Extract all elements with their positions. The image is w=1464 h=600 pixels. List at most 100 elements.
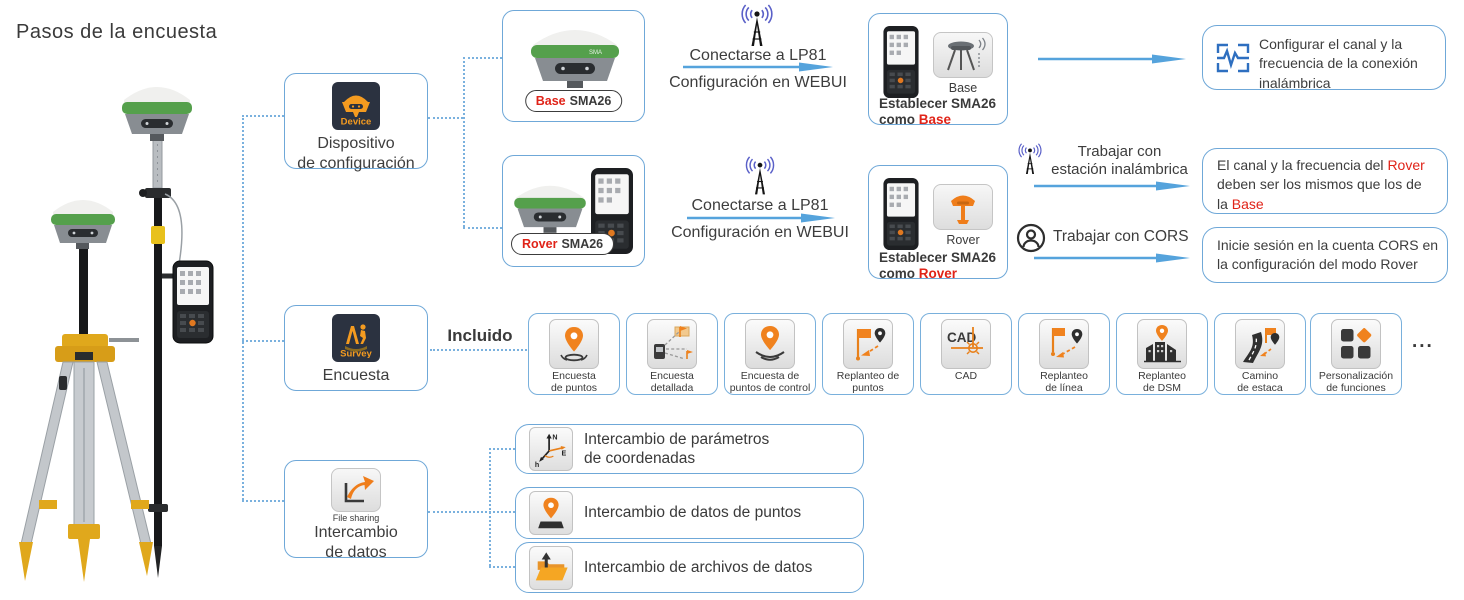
cors-outcome-line2: la configuración del modo Rover xyxy=(1217,256,1418,273)
tripod-gnss-photo xyxy=(19,87,214,582)
wireless-outcome-l1a: El canal y la frecuencia del xyxy=(1217,157,1384,173)
set-base-box: Base Establecer SMA26 como Base xyxy=(868,13,1008,127)
detail-survey-icon xyxy=(647,319,697,369)
base-connect-arrow xyxy=(683,60,833,78)
radio-antenna-icon xyxy=(741,4,773,46)
svg-text:CAD: CAD xyxy=(947,330,976,345)
wireless-outcome-l3a: la xyxy=(1217,195,1228,212)
point-stakeout-icon xyxy=(843,319,893,369)
tripod xyxy=(19,200,153,582)
set-rover-line2-highlight: Rover xyxy=(918,265,958,281)
connector-exchange-bottom xyxy=(489,566,515,568)
coordinate-params-exchange-box: N E h Intercambio de parámetros de coord… xyxy=(515,424,864,474)
device-box-label-1: Dispositivo xyxy=(317,135,395,152)
device-icon-label: Device xyxy=(341,117,372,127)
page-title: Pasos de la encuesta xyxy=(16,21,218,43)
survey-icon-label: Survey xyxy=(340,349,372,359)
wireless-branch-label-1: Trabajar con xyxy=(1077,143,1162,160)
connector-to-base xyxy=(463,57,502,59)
svg-text:N: N xyxy=(552,434,557,442)
wireless-branch-label-2: estación inalámbrica xyxy=(1051,161,1188,178)
svg-text:SMA: SMA xyxy=(589,50,602,56)
file-sharing-icon-label: File sharing xyxy=(332,513,380,523)
survey-box-label: Encuesta xyxy=(322,367,390,384)
point-survey-icon xyxy=(549,319,599,369)
exchange-item-3-line1: Intercambio de archivos de datos xyxy=(584,558,813,576)
radio-antenna-icon-2 xyxy=(745,156,775,195)
base-mode-icon xyxy=(933,32,993,78)
base-connect-line2: Configuración en WEBUI xyxy=(669,74,847,91)
included-label: Incluido xyxy=(447,326,513,345)
connector-exchange-mid xyxy=(428,511,515,513)
point-data-icon xyxy=(529,491,573,535)
channel-config-line3: inalámbrica xyxy=(1259,74,1331,91)
folder-upload-icon xyxy=(529,545,573,590)
exchange-item-1-line2: de coordenadas xyxy=(584,450,696,467)
radio-antenna-icon-3 xyxy=(1018,143,1042,175)
connector-to-exchange-box xyxy=(242,500,284,502)
set-rover-line1: Establecer SMA26 xyxy=(879,250,997,265)
cors-branch-label: Trabajar con CORS xyxy=(1053,228,1189,245)
exchange-box-label-1: Intercambio xyxy=(314,524,398,541)
stake-road-icon xyxy=(1235,319,1285,369)
connector-included xyxy=(430,349,527,351)
svg-text:E: E xyxy=(561,450,566,458)
cors-outcome-line1: Inicie sesión en la cuenta CORS en xyxy=(1217,237,1439,253)
controller-image xyxy=(883,26,919,98)
rover-connect-line2: Configuración en WEBUI xyxy=(671,224,849,241)
wireless-outcome-l1b: Rover xyxy=(1387,157,1425,173)
set-rover-box: Rover Establecer SMA26 como Rover xyxy=(868,165,1008,281)
rover-mode-icon xyxy=(933,184,993,230)
base-mode-icon-label: Base xyxy=(948,81,978,95)
rover-tag-model: SMA26 xyxy=(561,237,604,251)
cad-icon: CAD xyxy=(941,319,991,369)
set-base-line1: Establecer SMA26 xyxy=(879,96,997,111)
base-tag-model: SMA26 xyxy=(569,94,612,108)
channel-config-outcome-box: Configurar el canal y la frecuencia de l… xyxy=(1202,25,1446,91)
dsm-stakeout-icon xyxy=(1137,319,1187,369)
data-exchange-box: File sharing Intercambio de datos xyxy=(284,460,428,561)
set-rover-line2-prefix: como xyxy=(879,265,916,281)
device-app-icon: Device xyxy=(332,82,380,130)
channel-config-line2: frecuencia de la conexión xyxy=(1259,55,1418,72)
base-connect-line1: Conectarse a LP81 xyxy=(689,47,827,64)
exchange-item-1-line1: Intercambio de parámetros xyxy=(584,430,770,448)
rover-connect-arrow xyxy=(687,211,835,229)
rover-receiver-image xyxy=(514,185,586,233)
cors-account-icon xyxy=(1016,223,1046,253)
connector-exchange-top xyxy=(489,448,515,450)
file-sharing-icon xyxy=(331,468,381,512)
controller-image-2 xyxy=(883,178,919,250)
cors-arrow xyxy=(1034,251,1190,269)
rover-tag-highlight: Rover xyxy=(522,237,558,251)
set-base-line2-prefix: como xyxy=(879,111,916,127)
point-data-exchange-box: Intercambio de datos de puntos xyxy=(515,487,864,539)
device-config-box: Device Dispositivo de configuración xyxy=(284,73,428,172)
base-outcome-arrow xyxy=(1038,52,1186,70)
cors-outcome-box: Inicie sesión en la cuenta CORS en la co… xyxy=(1202,227,1448,283)
rover-mode-icon-label: Rover xyxy=(946,233,980,247)
survey-box: Survey Encuesta xyxy=(284,305,428,391)
line-stakeout-icon xyxy=(1039,319,1089,369)
connector-device-vertical xyxy=(463,57,465,227)
svg-text:h: h xyxy=(535,461,539,468)
connector-to-device-box xyxy=(242,115,284,117)
connector-exchange-vertical xyxy=(489,448,491,566)
connector-to-rover xyxy=(463,227,502,229)
wireless-outcome-box: El canal y la frecuencia del Rover deben… xyxy=(1202,148,1448,214)
rover-pole xyxy=(122,87,214,578)
waveform-icon xyxy=(1216,43,1250,73)
connector-device-right xyxy=(428,117,463,119)
exchange-box-label-2: de datos xyxy=(325,543,387,561)
coordinate-axes-icon: N E h xyxy=(529,427,573,471)
